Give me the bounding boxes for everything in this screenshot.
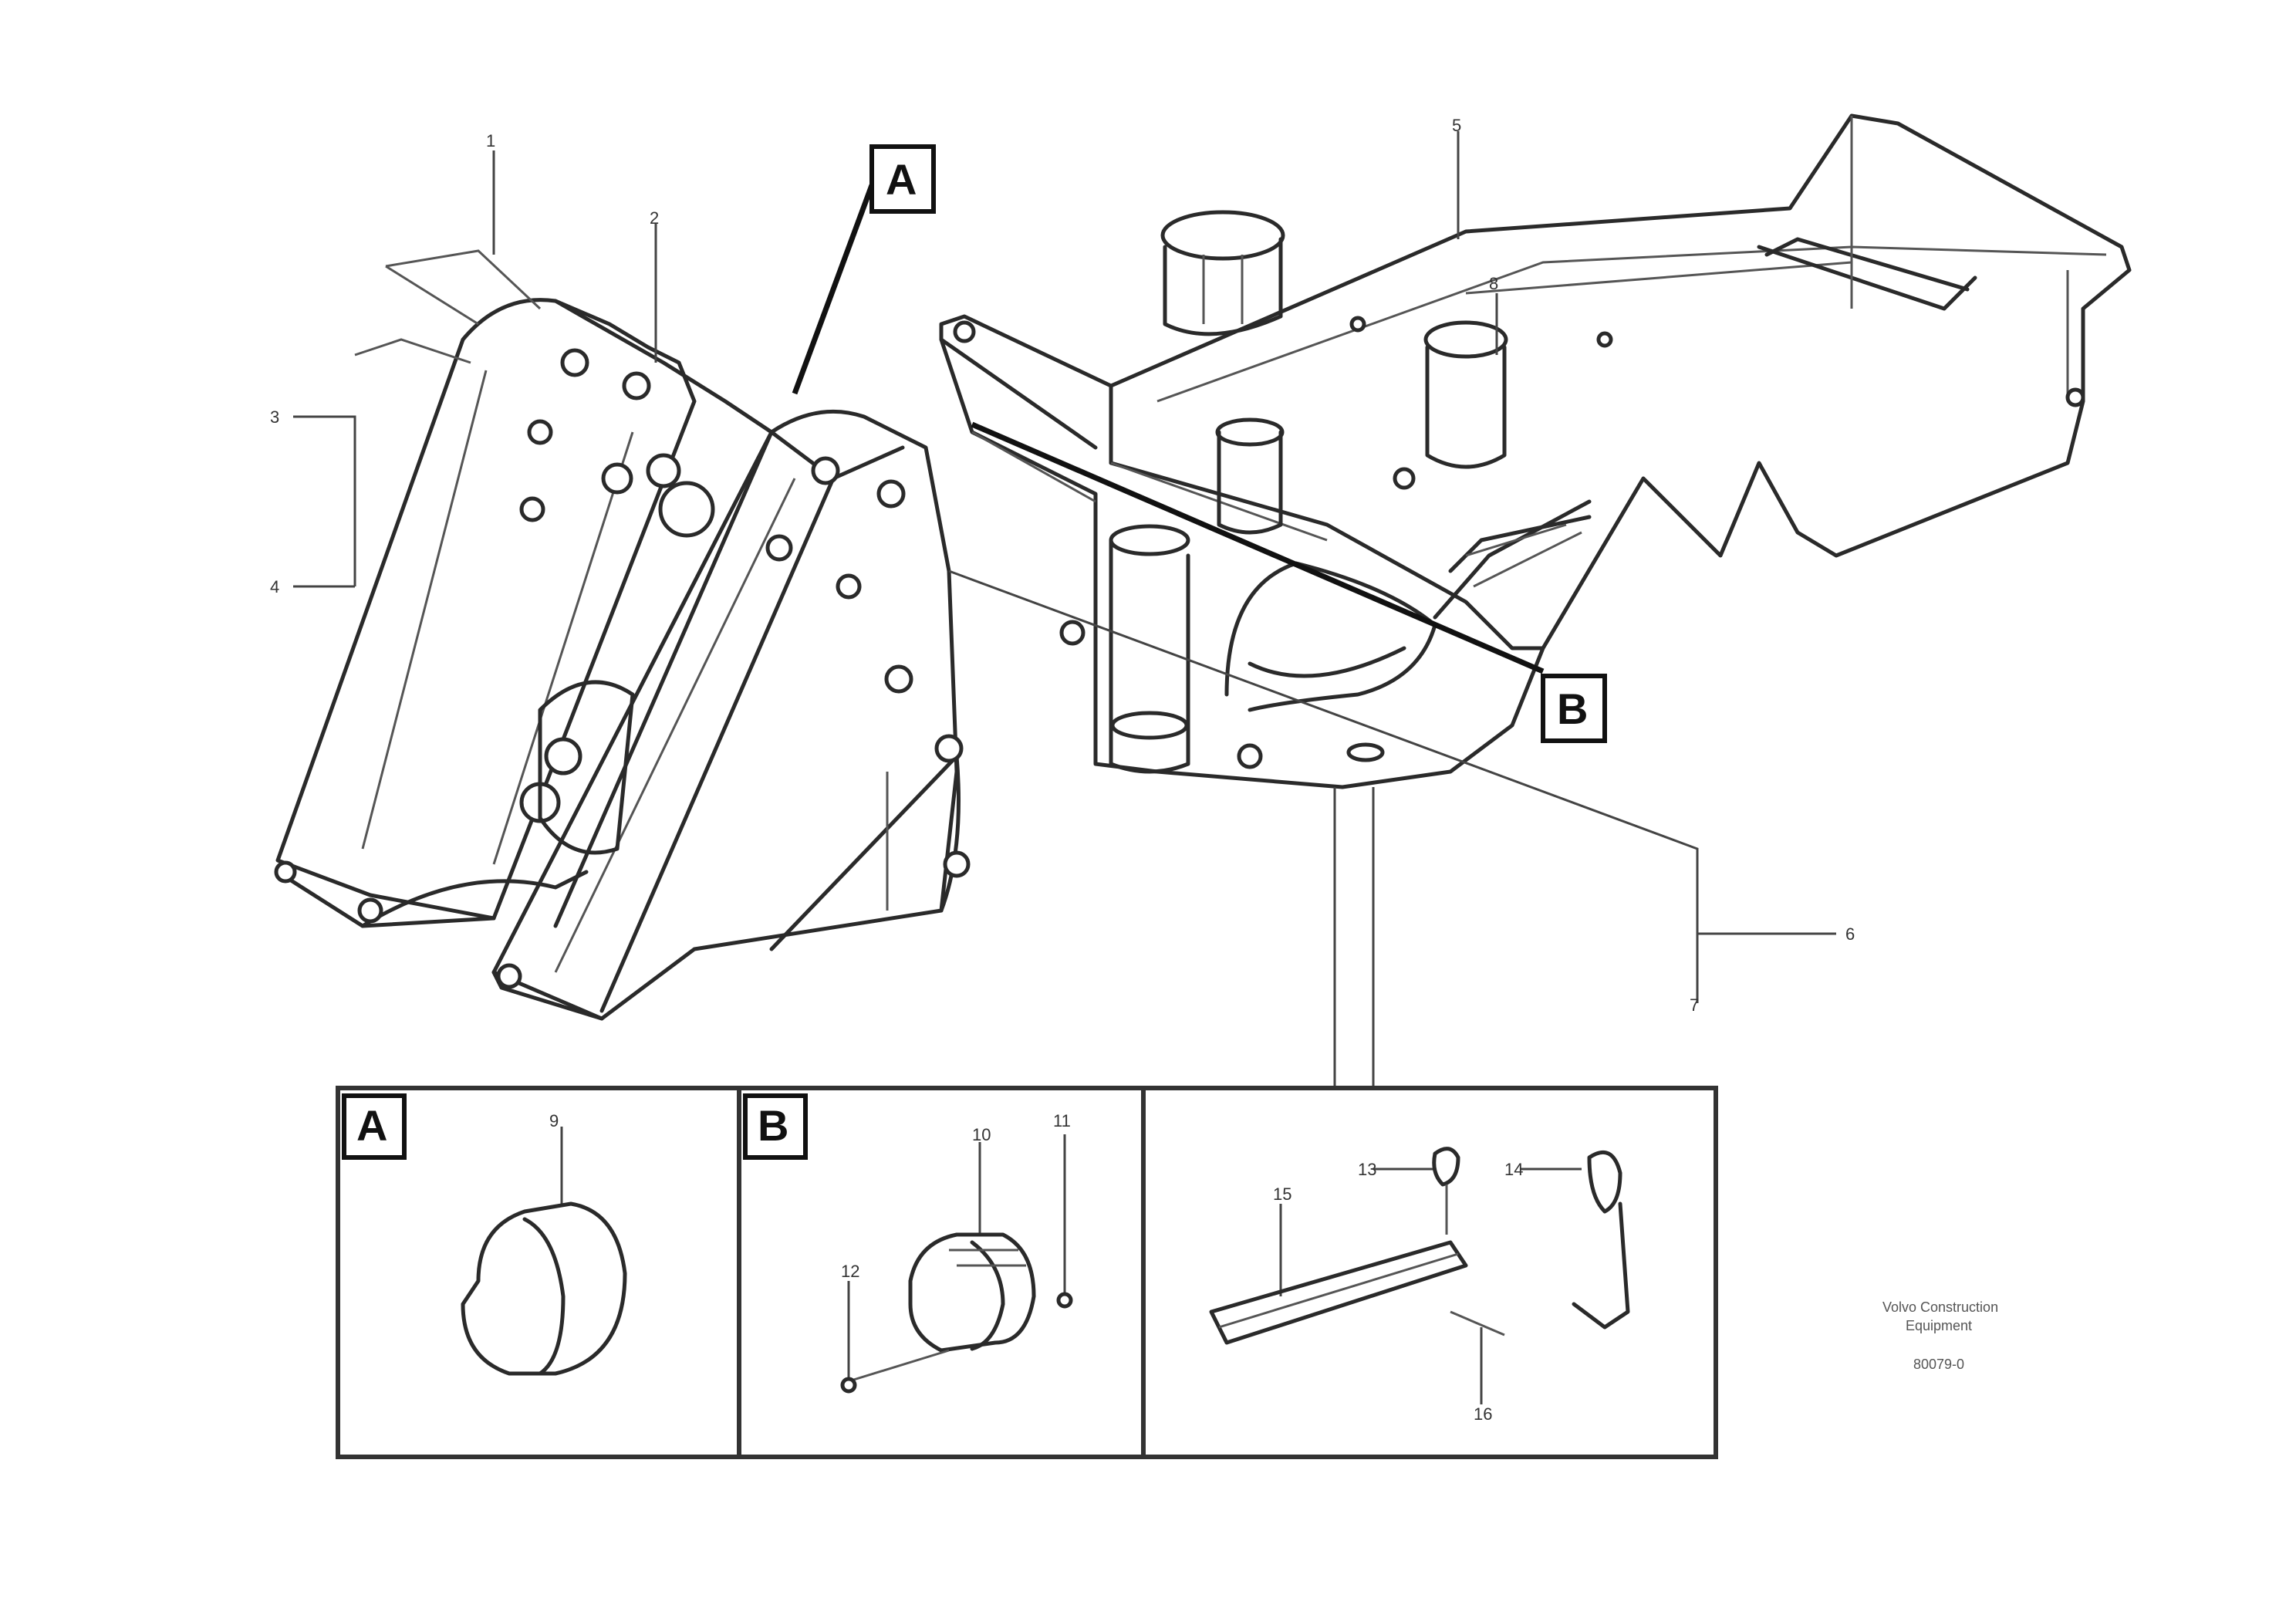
callout-1: 1 <box>486 131 495 150</box>
callout-15: 15 <box>1273 1184 1292 1204</box>
callout-7: 7 <box>1690 995 1699 1015</box>
reference-stamp: Volvo Construction Equipment 80079-0 <box>1882 1299 1998 1372</box>
callout-16: 16 <box>1474 1404 1492 1424</box>
callout-12: 12 <box>841 1262 859 1281</box>
detail-panels <box>336 1086 1718 1459</box>
callout-6: 6 <box>1845 924 1855 944</box>
callout-2: 2 <box>650 208 659 228</box>
section-tag-b: B <box>1541 674 1607 743</box>
reference-line-2: Equipment <box>1906 1318 1972 1333</box>
reference-line-1: Volvo Construction <box>1882 1299 1998 1315</box>
svg-text:A: A <box>356 1101 387 1150</box>
callout-4: 4 <box>270 577 279 596</box>
callout-5: 5 <box>1452 116 1461 135</box>
front-bracket-assembly <box>274 249 971 1021</box>
leader-lines <box>293 131 1836 1096</box>
detail-hose-clamp: 13 14 15 16 <box>1209 1147 1630 1424</box>
detail-a: A 9 <box>342 1093 627 1376</box>
callout-3: 3 <box>270 407 279 427</box>
callout-13: 13 <box>1358 1160 1376 1179</box>
callout-14: 14 <box>1504 1160 1523 1179</box>
callout-numbers: 1 2 3 4 5 6 7 8 <box>270 116 1855 1015</box>
svg-text:B: B <box>758 1101 788 1150</box>
callout-10: 10 <box>972 1125 991 1144</box>
callout-8: 8 <box>1489 274 1498 293</box>
svg-text:A: A <box>886 155 917 204</box>
front-frame-assembly <box>939 113 2132 789</box>
section-tag-a: A <box>869 144 936 214</box>
reference-line-3: 80079-0 <box>1913 1357 1964 1372</box>
detail-b: B 10 11 12 <box>743 1093 1073 1394</box>
svg-text:B: B <box>1557 684 1588 733</box>
callout-9: 9 <box>549 1111 559 1130</box>
callout-11: 11 <box>1053 1111 1071 1130</box>
